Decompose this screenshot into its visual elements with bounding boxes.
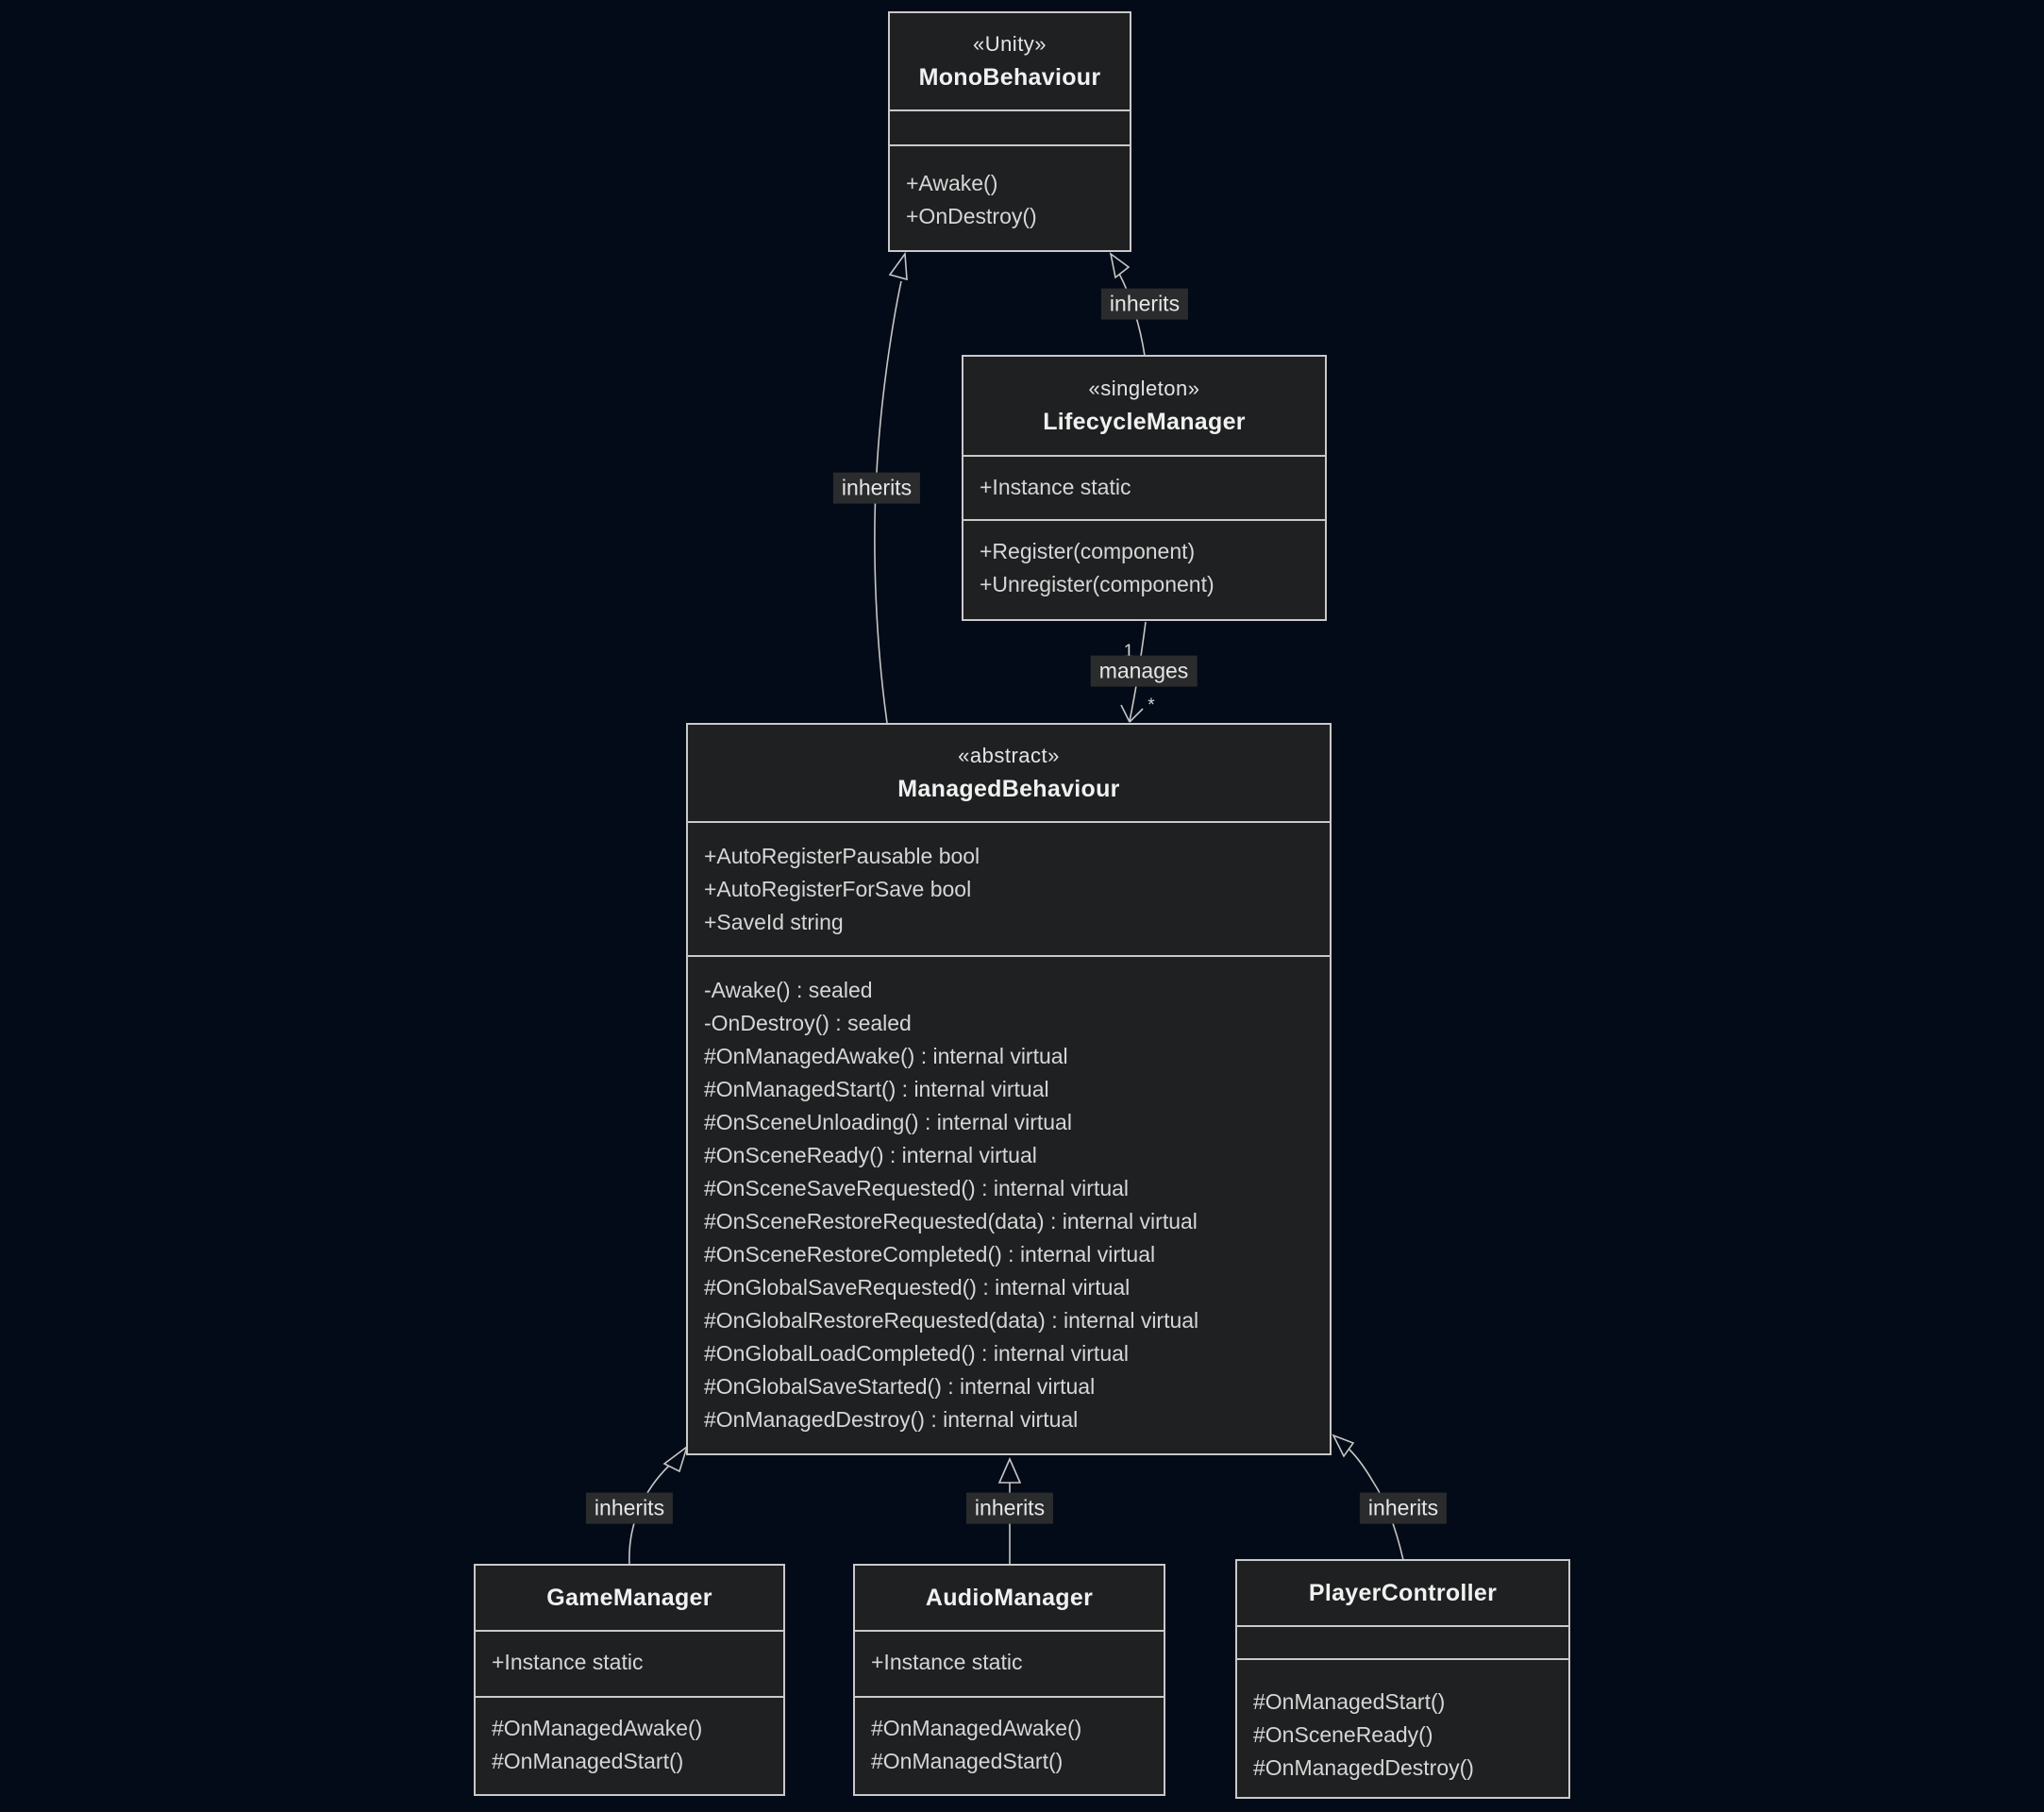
member-line: +Awake() <box>906 171 998 195</box>
member-line: +Instance static <box>980 475 1131 499</box>
member-line: +Instance static <box>871 1650 1023 1674</box>
class-stereotype: «Unity» <box>972 31 1047 56</box>
class-gamemanager: GameManager +Instance static #OnManagedA… <box>474 1564 785 1796</box>
edge-label-inherits-playercontroller: inherits <box>1359 1492 1448 1524</box>
class-header: GameManager <box>476 1566 783 1630</box>
class-title: GameManager <box>546 1584 712 1611</box>
class-header: «abstract» ManagedBehaviour <box>688 725 1330 821</box>
cardinality-target: * <box>1148 696 1155 715</box>
member-line: #OnGlobalRestoreRequested(data) : intern… <box>704 1308 1199 1333</box>
attributes-section <box>1237 1625 1568 1658</box>
member-line: #OnSceneRestoreCompleted() : internal vi… <box>704 1242 1156 1267</box>
class-title: AudioManager <box>925 1584 1094 1611</box>
edge-label-inherits-audiomanager: inherits <box>965 1492 1054 1524</box>
inheritance-arrowhead <box>662 1444 689 1473</box>
edge-managedbehaviour-to-monobehaviour <box>874 280 902 724</box>
member-line: #OnSceneUnloading() : internal virtual <box>704 1110 1072 1134</box>
member-line: +Instance static <box>492 1650 644 1674</box>
member-line: +AutoRegisterPausable bool <box>704 844 980 868</box>
association-open-arrowhead <box>1120 704 1144 723</box>
member-line: #OnManagedStart() <box>492 1749 684 1773</box>
methods-section: -Awake() : sealed -OnDestroy() : sealed #O… <box>688 955 1330 1453</box>
member-line: -Awake() : sealed <box>704 978 873 1002</box>
inheritance-arrowhead <box>888 251 908 281</box>
cardinality-source: 1 <box>1123 642 1134 662</box>
class-title: LifecycleManager <box>1043 408 1246 435</box>
class-stereotype: «singleton» <box>1088 376 1200 400</box>
member-line: #OnManagedDestroy() : internal virtual <box>704 1407 1079 1432</box>
class-audiomanager: AudioManager +Instance static #OnManaged… <box>853 1564 1165 1796</box>
member-line: -OnDestroy() : sealed <box>704 1011 912 1035</box>
member-line: #OnSceneReady() <box>1253 1722 1433 1747</box>
attributes-section: +Instance static <box>963 455 1325 519</box>
member-line: +AutoRegisterForSave bool <box>704 877 972 901</box>
methods-section: +Awake() +OnDestroy() <box>890 144 1130 250</box>
inheritance-arrowhead <box>1332 1434 1355 1458</box>
member-line: +Register(component) <box>980 539 1196 563</box>
member-line: #OnManagedStart() <box>1253 1689 1446 1714</box>
member-line: #OnGlobalSaveStarted() : internal virtua… <box>704 1374 1096 1399</box>
edge-label-manages: manages <box>1090 655 1198 687</box>
attributes-section <box>890 109 1130 144</box>
edge-playercontroller-to-managedbehaviour <box>1349 1449 1404 1561</box>
class-header: «singleton» LifecycleManager <box>963 357 1325 455</box>
member-line: +SaveId string <box>704 910 844 934</box>
member-line: #OnSceneSaveRequested() : internal virtu… <box>704 1176 1130 1200</box>
edge-label-inherits-managedbehaviour: inherits <box>832 472 921 504</box>
member-line: #OnManagedDestroy() <box>1253 1755 1474 1780</box>
class-header: «Unity» MonoBehaviour <box>890 13 1130 109</box>
member-line: +Unregister(component) <box>980 572 1215 596</box>
class-title: ManagedBehaviour <box>897 775 1120 802</box>
member-line: #OnManagedAwake() : internal virtual <box>704 1044 1068 1068</box>
class-stereotype: «abstract» <box>958 743 1060 767</box>
edge-label-inherits-gamemanager: inherits <box>585 1492 674 1524</box>
class-header: AudioManager <box>855 1566 1164 1630</box>
member-line: #OnGlobalLoadCompleted() : internal virt… <box>704 1341 1130 1366</box>
methods-section: #OnManagedAwake() #OnManagedStart() <box>476 1696 783 1794</box>
member-line: #OnManagedAwake() <box>492 1716 703 1740</box>
member-line: #OnSceneRestoreRequested(data) : interna… <box>704 1209 1198 1233</box>
member-line: #OnManagedStart() : internal virtual <box>704 1077 1049 1101</box>
methods-section: #OnManagedAwake() #OnManagedStart() <box>855 1696 1164 1794</box>
member-line: #OnGlobalSaveRequested() : internal virt… <box>704 1275 1131 1300</box>
attributes-section: +Instance static <box>476 1630 783 1696</box>
class-monobehaviour: «Unity» MonoBehaviour +Awake() +OnDestroy… <box>888 11 1131 252</box>
class-title: PlayerController <box>1308 1579 1498 1606</box>
class-playercontroller: PlayerController #OnManagedStart() #OnSce… <box>1235 1559 1570 1799</box>
inheritance-arrowhead <box>1109 252 1131 279</box>
edge-label-inherits-lifecyclemanager: inherits <box>1100 288 1189 320</box>
class-managedbehaviour: «abstract» ManagedBehaviour +AutoRegiste… <box>686 723 1332 1455</box>
class-lifecyclemanager: «singleton» LifecycleManager +Instance s… <box>962 355 1327 621</box>
member-line: #OnSceneReady() : internal virtual <box>704 1143 1037 1167</box>
methods-section: +Register(component) +Unregister(componen… <box>963 519 1325 619</box>
member-line: +OnDestroy() <box>906 204 1037 228</box>
class-header: PlayerController <box>1237 1561 1568 1625</box>
attributes-section: +AutoRegisterPausable bool +AutoRegisterF… <box>688 821 1330 955</box>
member-line: #OnManagedAwake() <box>871 1716 1082 1740</box>
inheritance-arrowhead <box>997 1457 1022 1484</box>
member-line: #OnManagedStart() <box>871 1749 1064 1773</box>
class-title: MonoBehaviour <box>918 63 1101 91</box>
attributes-section: +Instance static <box>855 1630 1164 1696</box>
methods-section: #OnManagedStart() #OnSceneReady() #OnManag… <box>1237 1658 1568 1797</box>
